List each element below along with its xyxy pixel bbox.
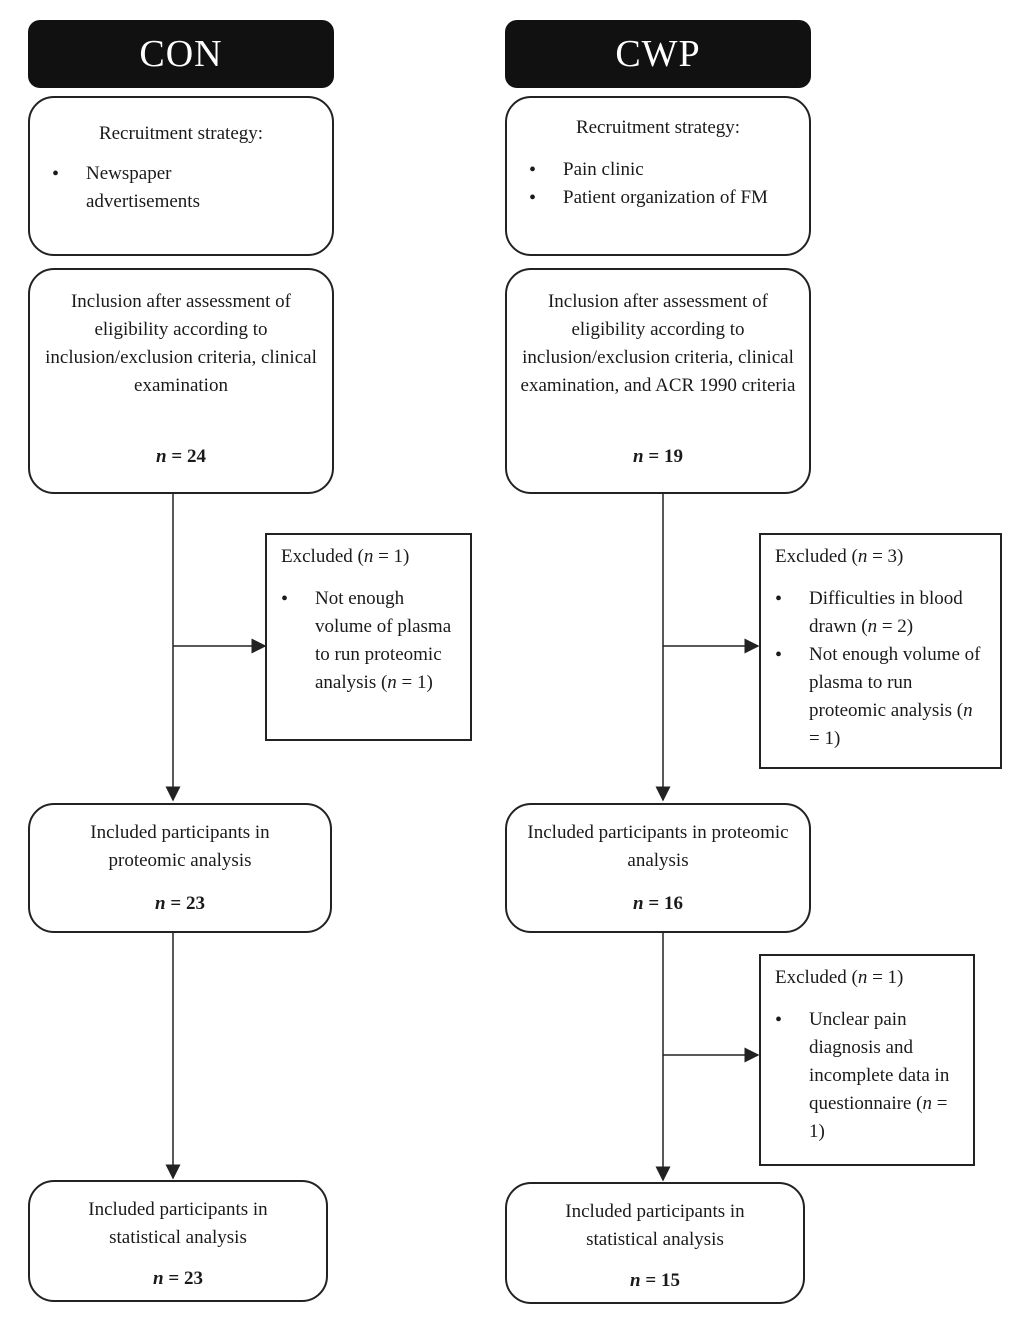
cwp-header-label: CWP — [615, 33, 701, 75]
cwp-proteomic-n: n = 16 — [633, 893, 683, 914]
con-inclusion-n: n = 24 — [156, 446, 206, 467]
con-statistical-n: n = 23 — [153, 1268, 203, 1289]
cwp-excluded-2-item: Unclear pain diagnosis and incomplete da… — [775, 1006, 959, 1146]
cwp-excluded-1-item: Difficulties in blood drawn (n = 2) — [775, 585, 986, 641]
con-recruitment-item: Newspaper advertisements — [52, 160, 222, 216]
cwp-recruitment-box: Recruitment strategy: Pain clinic Patien… — [505, 96, 811, 256]
cwp-proteomic-text: Included participants in proteomic analy… — [527, 822, 789, 871]
cwp-excluded-1-item: Not enough volume of plasma to run prote… — [775, 641, 986, 753]
con-header-label: CON — [139, 33, 223, 75]
cwp-recruitment-title: Recruitment strategy: — [575, 117, 741, 138]
con-proteomic-text: Included participants in proteomic analy… — [90, 822, 270, 871]
cwp-inclusion-box: Inclusion after assessment of eligibilit… — [505, 268, 811, 494]
con-statistical-text: Included participants in statistical ana… — [88, 1199, 268, 1248]
con-recruitment-title: Recruitment strategy: — [98, 123, 264, 144]
cwp-statistical-n: n = 15 — [630, 1270, 680, 1291]
con-header: CON — [28, 20, 334, 88]
con-inclusion-text: Inclusion after assessment of eligibilit… — [45, 291, 317, 396]
cwp-excluded-box-1: Excluded (n = 3) Difficulties in blood d… — [759, 533, 1002, 769]
cwp-recruitment-item: Patient organization of FM — [529, 184, 789, 212]
con-excluded-box: Excluded (n = 1) Not enough volume of pl… — [265, 533, 472, 741]
con-statistical-box: Included participants in statistical ana… — [28, 1180, 328, 1302]
cwp-excluded-2-list: Unclear pain diagnosis and incomplete da… — [775, 1006, 959, 1146]
cwp-header: CWP — [505, 20, 811, 88]
cwp-excluded-2-title: Excluded (n = 1) — [775, 967, 904, 988]
con-excluded-item: Not enough volume of plasma to run prote… — [281, 585, 456, 697]
cwp-proteomic-box: Included participants in proteomic analy… — [505, 803, 811, 933]
con-recruitment-list: Newspaper advertisements — [52, 160, 222, 216]
cwp-inclusion-n: n = 19 — [633, 446, 683, 467]
con-excluded-list: Not enough volume of plasma to run prote… — [281, 585, 456, 697]
cwp-inclusion-text: Inclusion after assessment of eligibilit… — [520, 291, 796, 396]
cwp-excluded-box-2: Excluded (n = 1) Unclear pain diagnosis … — [759, 954, 975, 1166]
con-proteomic-n: n = 23 — [155, 893, 205, 914]
cwp-recruitment-item: Pain clinic — [529, 156, 789, 184]
cwp-statistical-box: Included participants in statistical ana… — [505, 1182, 805, 1304]
cwp-excluded-1-title: Excluded (n = 3) — [775, 546, 904, 567]
con-proteomic-box: Included participants in proteomic analy… — [28, 803, 332, 933]
con-excluded-title: Excluded (n = 1) — [281, 546, 410, 567]
con-inclusion-box: Inclusion after assessment of eligibilit… — [28, 268, 334, 494]
con-recruitment-box: Recruitment strategy: Newspaper advertis… — [28, 96, 334, 256]
cwp-statistical-text: Included participants in statistical ana… — [565, 1201, 745, 1250]
cwp-excluded-1-list: Difficulties in blood drawn (n = 2) Not … — [775, 585, 986, 753]
cwp-recruitment-list: Pain clinic Patient organization of FM — [529, 156, 789, 212]
